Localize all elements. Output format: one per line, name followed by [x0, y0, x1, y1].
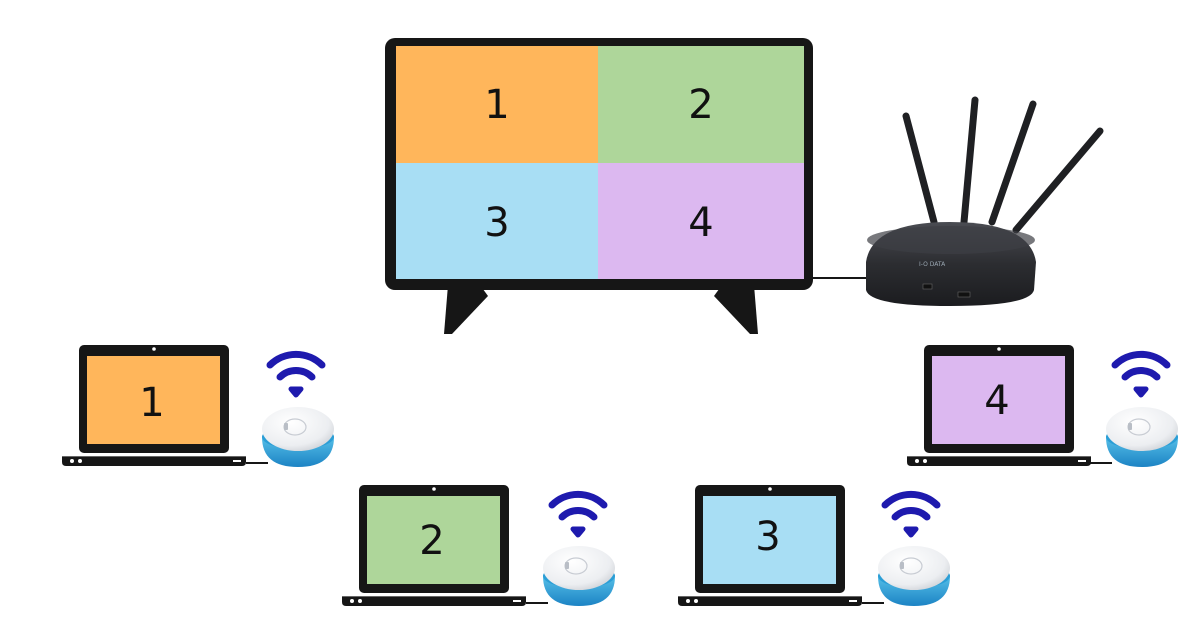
tv-quadrant-3	[396, 163, 598, 279]
laptop-2-label: 2	[419, 518, 444, 564]
wifi-icon	[885, 494, 937, 535]
tv-stand-left	[444, 285, 488, 334]
wifi-icon	[552, 494, 604, 535]
laptop-3-screen	[703, 496, 836, 584]
tv-icon: 1 2 3 4	[385, 38, 813, 334]
laptop-2: 2	[342, 485, 616, 607]
tv-quadrant-3-label: 3	[484, 200, 509, 246]
dongle-icon	[877, 545, 951, 607]
laptop-3-label: 3	[755, 514, 780, 560]
tv-quadrant-2-label: 2	[688, 82, 713, 128]
laptop-2-screen	[367, 496, 500, 584]
tv-quadrant-2	[598, 46, 804, 163]
laptop-4-screen	[932, 356, 1065, 444]
laptop-1-label: 1	[139, 380, 164, 426]
laptop-1-screen	[87, 356, 220, 444]
router-icon: I-O DATA	[866, 96, 1104, 306]
laptop-3: 3	[678, 485, 951, 607]
tv-quadrant-1-label: 1	[484, 82, 509, 128]
tv-quadrant-4	[598, 163, 804, 279]
wifi-icon	[1115, 354, 1167, 395]
wifi-icon	[270, 354, 322, 395]
dongle-icon	[261, 406, 335, 468]
tv-stand-right	[714, 285, 758, 334]
laptop-4-label: 4	[984, 378, 1009, 424]
dongle-icon	[1105, 406, 1179, 468]
laptop-1: 1	[62, 345, 335, 468]
tv-quadrant-4-label: 4	[688, 200, 713, 246]
tv-quadrant-1	[396, 46, 598, 163]
router-antennas	[902, 96, 1104, 234]
router-brand: I-O DATA	[919, 261, 946, 268]
laptop-4: 4	[907, 345, 1179, 468]
dongle-icon	[542, 545, 616, 607]
